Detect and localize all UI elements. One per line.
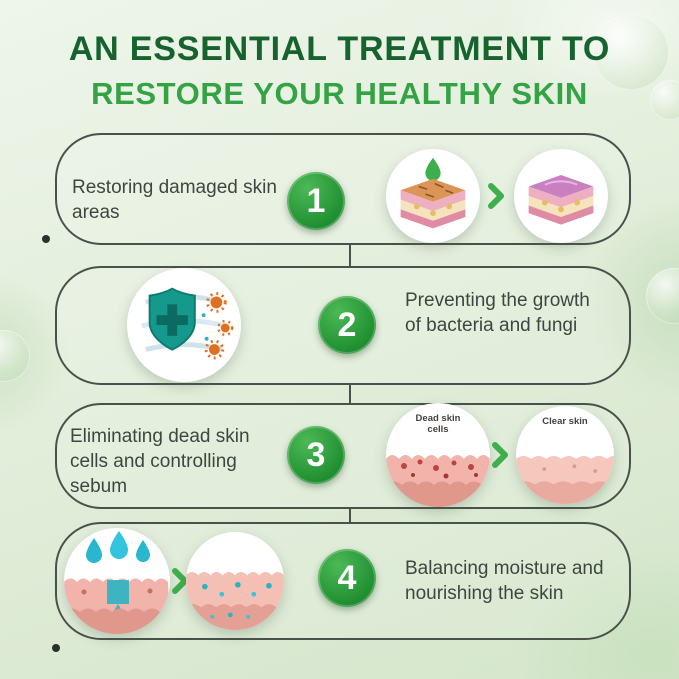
bubble-decoration [593, 14, 669, 90]
step-number-1: 1 [306, 181, 326, 220]
arrow-right-icon [172, 568, 188, 594]
nourished-skin-illustration [186, 532, 284, 630]
connector-line [349, 385, 351, 403]
title-line-2: RESTORE YOUR HEALTHY SKIN [91, 76, 588, 111]
shield-bacteria-illustration [127, 268, 241, 382]
title-line-1: AN ESSENTIAL TREATMENT TO [68, 30, 611, 68]
step-text-4: Balancing moisture and nourishing the sk… [405, 558, 604, 605]
nourished-skin-icon [186, 572, 284, 630]
step-number-badge-4: 4 [318, 549, 376, 607]
skin-layers-damaged-icon [400, 157, 466, 229]
step-number-badge-3: 3 [287, 426, 345, 484]
bubble-decoration [650, 80, 679, 120]
dead-skin-cells-label: Dead skin cells [415, 413, 461, 435]
step-text-2: Preventing the growth of bacteria and fu… [405, 290, 590, 337]
skin-layers-restored-icon [528, 175, 594, 225]
connector-line [349, 245, 351, 266]
shield-bacteria-icon [141, 287, 234, 360]
connector-line [349, 509, 351, 522]
restored-skin-illustration [514, 149, 608, 243]
connector-dot [52, 644, 60, 652]
clear-skin-label: Clear skin [542, 416, 588, 427]
damaged-skin-illustration [386, 149, 480, 243]
step-text-3: Eliminating dead skin cells and controll… [70, 426, 250, 498]
moisture-drops-icon [64, 531, 170, 634]
arrow-right-icon [488, 183, 504, 209]
dead-skin-cells-illustration: Dead skin cells [386, 403, 490, 507]
clear-skin-illustration: Clear skin [516, 406, 614, 504]
step-text-1: Restoring damaged skin areas [72, 177, 277, 224]
step-number-4: 4 [337, 558, 357, 597]
arrow-right-icon [492, 442, 508, 468]
infographic-title: AN ESSENTIAL TREATMENT TO RESTORE YOUR H… [0, 30, 679, 112]
connector-dot [42, 235, 50, 243]
step-number-badge-1: 1 [287, 172, 345, 230]
step-number-badge-2: 2 [318, 296, 376, 354]
step-number-3: 3 [306, 435, 326, 474]
moisture-drops-illustration [64, 528, 170, 634]
step-number-2: 2 [337, 305, 357, 344]
